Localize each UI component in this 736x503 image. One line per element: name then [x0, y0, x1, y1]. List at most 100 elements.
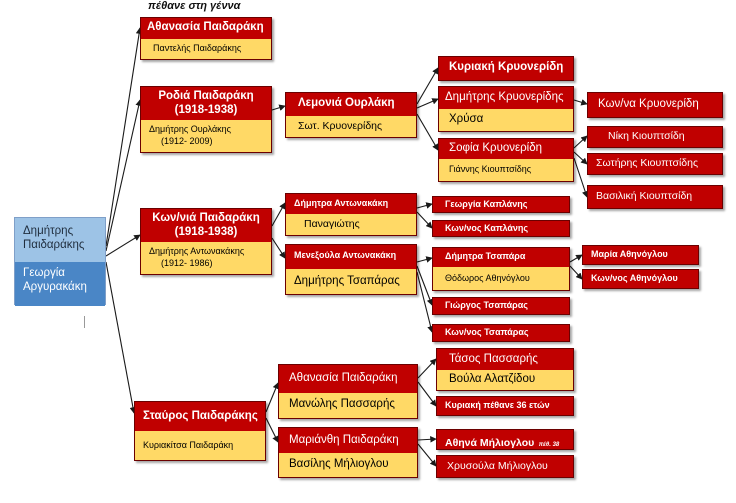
node-niki-kiouptsidi[interactable]: Νίκη Κιουπτσίδη [587, 126, 723, 148]
connector-arrow [416, 202, 433, 209]
node-name: Αθανασία Παιδαράκη [147, 21, 264, 33]
node-name: Σταύρος Παιδαράκης [143, 410, 258, 422]
node-tasos-passaris[interactable]: Τάσος Πασσαρής Βούλα Αλατζίδου [436, 348, 574, 391]
connector-arrow [265, 417, 279, 443]
connector-arrow [416, 113, 439, 151]
node-rodia-paidaraki[interactable]: Ροδιά Παιδαράκη (1918-1938) Δημήτρης Ουρ… [140, 86, 272, 153]
node-spouse: Χρύσα [449, 113, 484, 125]
node-georgia-kaplani[interactable]: Γεωργία Καπλάνης [432, 196, 570, 213]
node-spouse-years: (1912- 2009) [161, 136, 213, 146]
node-years: (1918-1938) [174, 104, 238, 116]
connector-arrow [569, 265, 583, 280]
node-name: Νίκη Κιουπτσίδη [608, 130, 685, 142]
node-name: Κυριακή πέθανε 36 ετών [445, 400, 550, 410]
node-name: Χρυσούλα Μήλιογλου [447, 460, 548, 472]
text-cursor [84, 316, 85, 328]
connector-arrow [569, 254, 583, 263]
node-kon-athinoglou[interactable]: Κων/νος Αθηνόγλου [582, 269, 699, 289]
connector-arrow [417, 436, 437, 443]
node-spouse: Σωτ. Κρυονερίδης [298, 120, 383, 132]
node-name: Σωτήρης Κιουπτσίδης [596, 157, 699, 169]
connector-arrow [417, 443, 437, 467]
connector-arrow [271, 202, 286, 227]
node-athanasia-paidaraki[interactable]: Αθανασία Παιδαράκη Παντελής Παιδαράκης [140, 17, 272, 60]
node-spouse-years: (1912- 1986) [161, 258, 213, 268]
connector-arrow [271, 237, 286, 259]
connector-arrow [416, 265, 434, 306]
node-name: Κων/νος Καπλάνης [445, 223, 529, 233]
connector-arrow [573, 157, 589, 198]
node-name: Κων/νιά Παιδαράκη [152, 212, 260, 224]
node-name: Λεμονιά Ουρλάκη [298, 97, 395, 109]
node-athanasia-paidaraki-2[interactable]: Αθανασία Παιδαράκη Μανώλης Πασσαρής [278, 364, 418, 419]
connector-arrow [417, 381, 437, 407]
node-name: Κων/νος Τσαπάρας [445, 327, 529, 337]
death-note: πέθανε στη γέννα [148, 0, 241, 12]
node-marianthi-paidaraki[interactable]: Μαριάνθη Παιδαράκη Βασίλης Μήλιογλου [278, 427, 418, 478]
node-name: Αθηνά Μήλιογλου [445, 437, 535, 449]
connector-arrow [105, 99, 142, 252]
node-maria-athinoglou[interactable]: Μαρία Αθηνόγλου [582, 245, 699, 265]
node-name: Μαριάνθη Παιδαράκη [289, 434, 399, 446]
node-spouse: Παναγιώτης [304, 218, 360, 230]
node-athina-milioglou[interactable]: Αθηνά Μήλιογλου πέθ. 38 [436, 429, 574, 450]
node-spouse: Δημήτρης Ουρλάκης [149, 124, 232, 134]
node-name: Κων/νος Αθηνόγλου [591, 273, 678, 283]
node-spouse: Δημήτρης Αντωνακάκης [149, 246, 245, 256]
node-kon-tsaparas[interactable]: Κων/νος Τσαπάρας [432, 324, 570, 342]
node-note: πέθ. 38 [538, 442, 560, 448]
node-name: Γιώργος Τσαπάρας [445, 300, 528, 310]
node-kyriaki-passari[interactable]: Κυριακή πέθανε 36 ετών [436, 396, 574, 416]
connector-arrow [105, 234, 141, 257]
connector-arrow [416, 256, 433, 263]
node-spouse: Γιάννης Κιουπτσίδης [449, 164, 532, 174]
connector-arrow [105, 261, 137, 414]
node-spouse: Βούλα Αλατζίδου [449, 373, 536, 385]
root-couple[interactable]: Δημήτρης Παιδαράκης Γεωργία Αργυρακάκη [14, 217, 106, 306]
node-lemonia-ourlaki[interactable]: Λεμονιά Ουρλάκη Σωτ. Κρυονερίδης [285, 92, 417, 138]
node-spouse: Βασίλης Μήλιογλου [289, 458, 389, 470]
node-name: Ροδιά Παιδαράκη [158, 90, 254, 102]
node-giorgos-tsaparas[interactable]: Γιώργος Τσαπάρας [432, 297, 570, 315]
connector-arrow [416, 271, 434, 333]
node-name: Κυριακή Κρυονερίδη [449, 61, 564, 73]
node-name: Σοφία Κρυονερίδη [449, 142, 543, 154]
node-konnia-paidaraki[interactable]: Κων/νιά Παιδαράκη (1918-1938) Δημήτρης Α… [140, 208, 272, 275]
node-name: Μενεξούλα Αντωνακάκη [294, 250, 397, 260]
node-name: Αθανασία Παιδαράκη [289, 372, 398, 384]
node-name: Βασιλική Κιουπτσίδη [596, 190, 693, 202]
node-spouse: Θόδωρος Αθηνόγλου [445, 273, 530, 283]
node-kyriaki-kryoneridi[interactable]: Κυριακή Κρυονερίδη [438, 56, 574, 81]
node-spouse: Κυριακίτσα Παιδαράκη [143, 440, 234, 450]
node-spouse: Παντελής Παιδαράκης [153, 43, 242, 53]
node-dimitris-kryoneridis[interactable]: Δημήτρης Κρυονερίδης Χρύσα [438, 86, 574, 132]
node-name: Γεωργία Καπλάνης [445, 199, 528, 209]
node-dimitra-antonakaki[interactable]: Δήμητρα Αντωνακάκη Παναγιώτης [285, 193, 417, 236]
node-years: (1918-1938) [174, 226, 238, 238]
node-spouse: Μανώλης Πασσαρής [289, 398, 395, 410]
connector-arrow [105, 27, 143, 247]
node-sotiris-kiouptsidis[interactable]: Σωτήρης Κιουπτσίδης [587, 153, 723, 175]
node-menexoula-antonakaki[interactable]: Μενεξούλα Αντωνακάκη Δημήτρης Τσαπάρας [285, 244, 417, 295]
node-kon-na-kryoneridi[interactable]: Κων/να Κρυονερίδη [587, 92, 723, 118]
node-kon-kaplanis[interactable]: Κων/νος Καπλάνης [432, 220, 570, 237]
node-sofia-kryoneridi[interactable]: Σοφία Κρυονερίδη Γιάννης Κιουπτσίδης [438, 138, 574, 182]
node-vasiliki-kiouptsidi[interactable]: Βασιλική Κιουπτσίδη [587, 185, 723, 209]
node-name: Δημήτρης Κρυονερίδης [445, 91, 564, 103]
connector-arrow [416, 211, 433, 229]
node-name: Τάσος Πασσαρής [449, 353, 538, 365]
root-name: Δημήτρης Παιδαράκης [15, 218, 105, 262]
node-stavros-paidarakis[interactable]: Σταύρος Παιδαράκης Κυριακίτσα Παιδαράκη [134, 401, 266, 461]
connector-arrow [416, 98, 439, 109]
node-chrysoula-milioglou[interactable]: Χρυσούλα Μήλιογλου [436, 455, 574, 478]
connector-arrow [417, 358, 437, 379]
connector-arrow [573, 99, 588, 106]
node-spouse: Δημήτρης Τσαπάρας [294, 275, 400, 287]
node-dimitra-tsapara[interactable]: Δήμητρα Τσαπάρα Θόδωρος Αθηνόγλου [432, 247, 570, 291]
node-name: Δήμητρα Αντωνακάκη [294, 198, 389, 208]
connector-arrow [573, 135, 588, 149]
node-name: Δήμητρα Τσαπάρα [445, 251, 526, 261]
connector-arrow [265, 382, 279, 413]
connector-arrow [573, 151, 588, 165]
